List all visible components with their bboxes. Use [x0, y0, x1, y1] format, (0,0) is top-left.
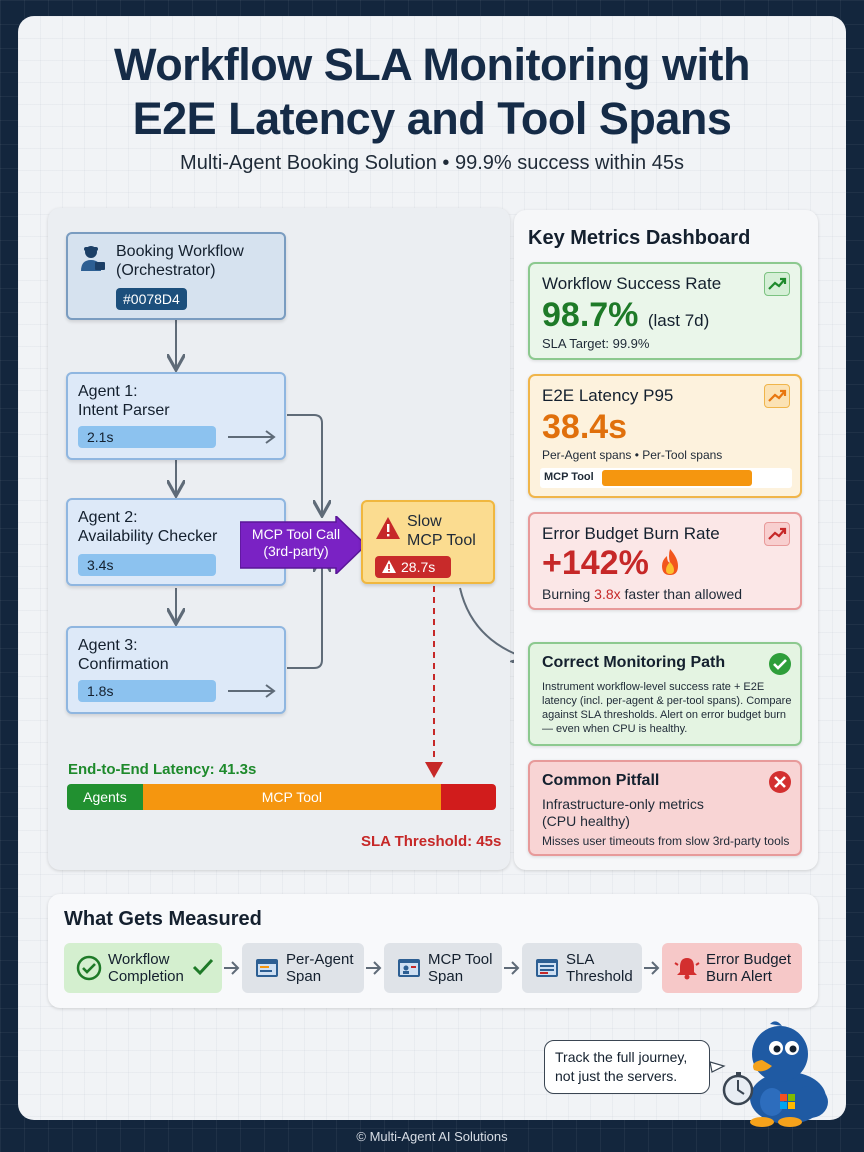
metric-e2e-latency[interactable]: E2E Latency P95 38.4s Per-Agent spans • …	[528, 374, 802, 498]
mcp-tool-track-label: MCP Tool	[544, 471, 594, 483]
agent-1-node[interactable]: Agent 1: Intent Parser 2.1s	[66, 372, 286, 460]
mcp-tool-call-label: MCP Tool Call (3rd-party)	[251, 526, 341, 559]
common-pitfall[interactable]: Common Pitfall Infrastructure-only metri…	[528, 760, 802, 856]
e2e-latency-label: End-to-End Latency: 41.3s	[68, 761, 257, 778]
orchestrator-node[interactable]: Booking Workflow (Orchestrator) #0078D4	[66, 232, 286, 320]
arrow-agent1-tool	[287, 414, 322, 514]
correct-path-title: Correct Monitoring Path	[542, 654, 726, 671]
agent-1-label: Agent 1: Intent Parser	[78, 383, 170, 419]
duck-mascot-icon	[710, 1021, 828, 1127]
metric-title: Error Budget Burn Rate	[542, 524, 720, 543]
error-x-icon	[769, 771, 791, 793]
check-badge-icon	[76, 955, 102, 981]
agent-1-latency: 2.1s	[78, 426, 216, 448]
success-target: SLA Target: 99.9%	[542, 336, 650, 351]
checkmark-icon	[192, 958, 214, 976]
sla-threshold-label: SLA Threshold: 45s	[361, 833, 502, 850]
bar-segment-agents: Agents	[67, 784, 143, 810]
mcp-tool-call-arrow	[240, 516, 368, 574]
page-title: Workflow SLA Monitoring with E2E Latency…	[114, 39, 750, 144]
metric-title: Workflow Success Rate	[542, 274, 722, 293]
alarm-bell-icon	[674, 958, 700, 980]
dashboard-title: Key Metrics Dashboard	[528, 227, 751, 249]
list-window-icon	[536, 959, 558, 977]
metric-error-budget-burn[interactable]: Error Budget Burn Rate +142% Burning 3.8…	[528, 512, 802, 610]
warning-icon	[376, 517, 400, 539]
tool-window-icon	[398, 959, 420, 977]
browser-window-icon	[256, 959, 278, 977]
trend-up-icon	[764, 522, 790, 546]
agent-2-latency: 3.4s	[78, 554, 216, 576]
fire-icon	[662, 549, 679, 575]
pitfall-detail: Infrastructure-only metrics (CPU healthy…	[542, 796, 704, 829]
slow-mcp-tool-node[interactable]: Slow MCP Tool 28.7s	[361, 500, 495, 584]
trend-up-icon	[764, 272, 790, 296]
chevron-right-icon	[224, 961, 240, 975]
arrow-right-icon	[228, 430, 276, 444]
check-circle-icon	[769, 653, 791, 675]
agent-person-icon	[81, 246, 105, 271]
arrow-right-icon	[228, 684, 276, 698]
chevron-right-icon	[366, 961, 382, 975]
trend-up-icon	[764, 384, 790, 408]
agent-3-node[interactable]: Agent 3: Confirmation 1.8s	[66, 626, 286, 714]
burn-note: Burning 3.8x faster than allowed	[542, 586, 743, 602]
orchestrator-label: Booking Workflow (Orchestrator)	[116, 243, 244, 279]
agent-3-label: Agent 3: Confirmation	[78, 637, 169, 673]
agent-3-latency: 1.8s	[78, 680, 216, 702]
chevron-right-icon	[644, 961, 660, 975]
measured-title: What Gets Measured	[64, 908, 262, 930]
success-rate-value: 98.7% (last 7d)	[542, 296, 710, 334]
metric-success-rate[interactable]: Workflow Success Rate 98.7% (last 7d) SL…	[528, 262, 802, 360]
mcp-tool-track: MCP Tool	[540, 468, 792, 488]
metric-title: E2E Latency P95	[542, 386, 674, 405]
agent-2-label: Agent 2: Availability Checker	[78, 509, 218, 545]
orchestrator-hex-badge: #0078D4	[116, 288, 187, 310]
arrow-agent3-tool	[287, 558, 322, 669]
e2e-latency-bar: Agents MCP Tool	[67, 784, 496, 810]
chevron-right-icon	[504, 961, 520, 975]
latency-value: 38.4s	[542, 408, 628, 446]
bar-segment-overrun	[440, 784, 496, 810]
pitfall-consequence: Misses user timeouts from slow 3rd-party…	[542, 834, 790, 848]
burn-rate-value: +142%	[542, 544, 682, 583]
bar-segment-mcp-tool: MCP Tool	[142, 784, 441, 810]
page-subtitle: Multi-Agent Booking Solution • 99.9% suc…	[180, 152, 684, 174]
latency-spans: Per-Agent spans • Per-Tool spans	[542, 448, 723, 462]
warning-icon	[382, 560, 396, 573]
mcp-tool-fill	[602, 470, 753, 486]
speech-bubble: Track the full journey, not just the ser…	[544, 1040, 710, 1094]
pitfall-title: Common Pitfall	[542, 772, 660, 789]
correct-path-body: Instrument workflow-level success rate +…	[542, 681, 792, 735]
footer-copyright: © Multi-Agent AI Solutions	[356, 1129, 508, 1144]
correct-monitoring-path[interactable]: Correct Monitoring Path Instrument workf…	[528, 642, 802, 746]
slow-tool-latency-badge: 28.7s	[375, 556, 451, 578]
slow-tool-label: Slow MCP Tool	[407, 513, 476, 549]
